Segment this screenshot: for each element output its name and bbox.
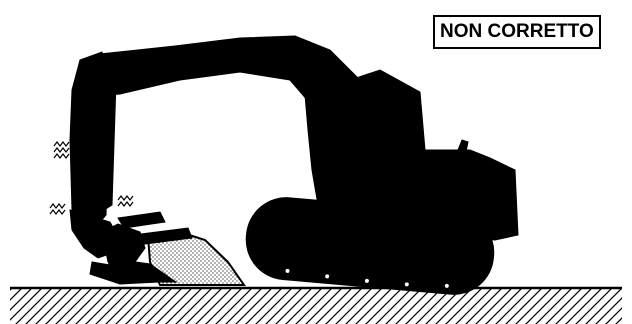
excavator-boom [82,36,378,130]
status-label: NON CORRETTO [433,15,601,49]
excavator-silhouette [70,36,518,298]
ground [10,288,622,324]
